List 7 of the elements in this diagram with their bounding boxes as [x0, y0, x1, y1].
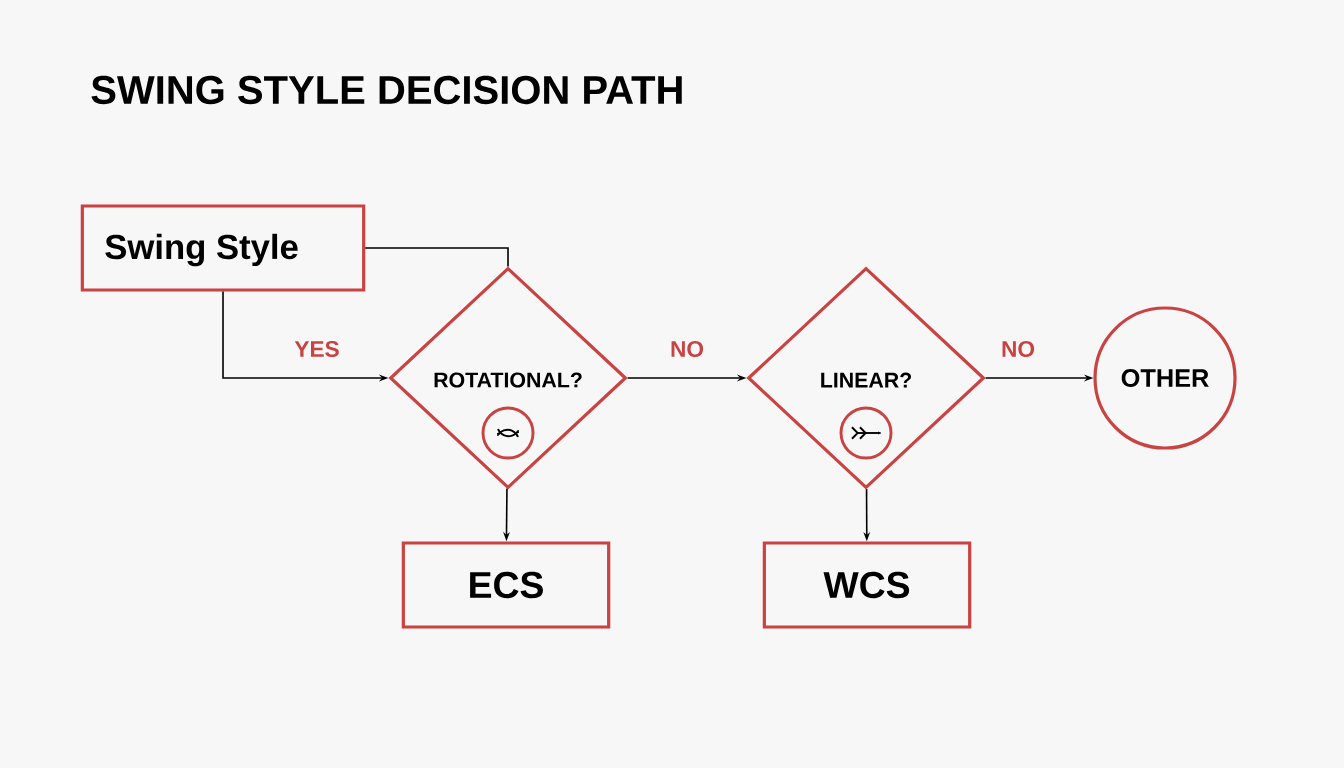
edge-label: NO: [671, 341, 704, 358]
edge-label: YES: [294, 341, 339, 358]
process-box: Swing Style: [80, 204, 366, 292]
title: SWING STYLE DECISION PATH: [91, 75, 682, 105]
process-box: WCS: [762, 541, 972, 629]
process-box: ECS: [401, 541, 611, 629]
edge-label: NO: [1002, 341, 1035, 358]
